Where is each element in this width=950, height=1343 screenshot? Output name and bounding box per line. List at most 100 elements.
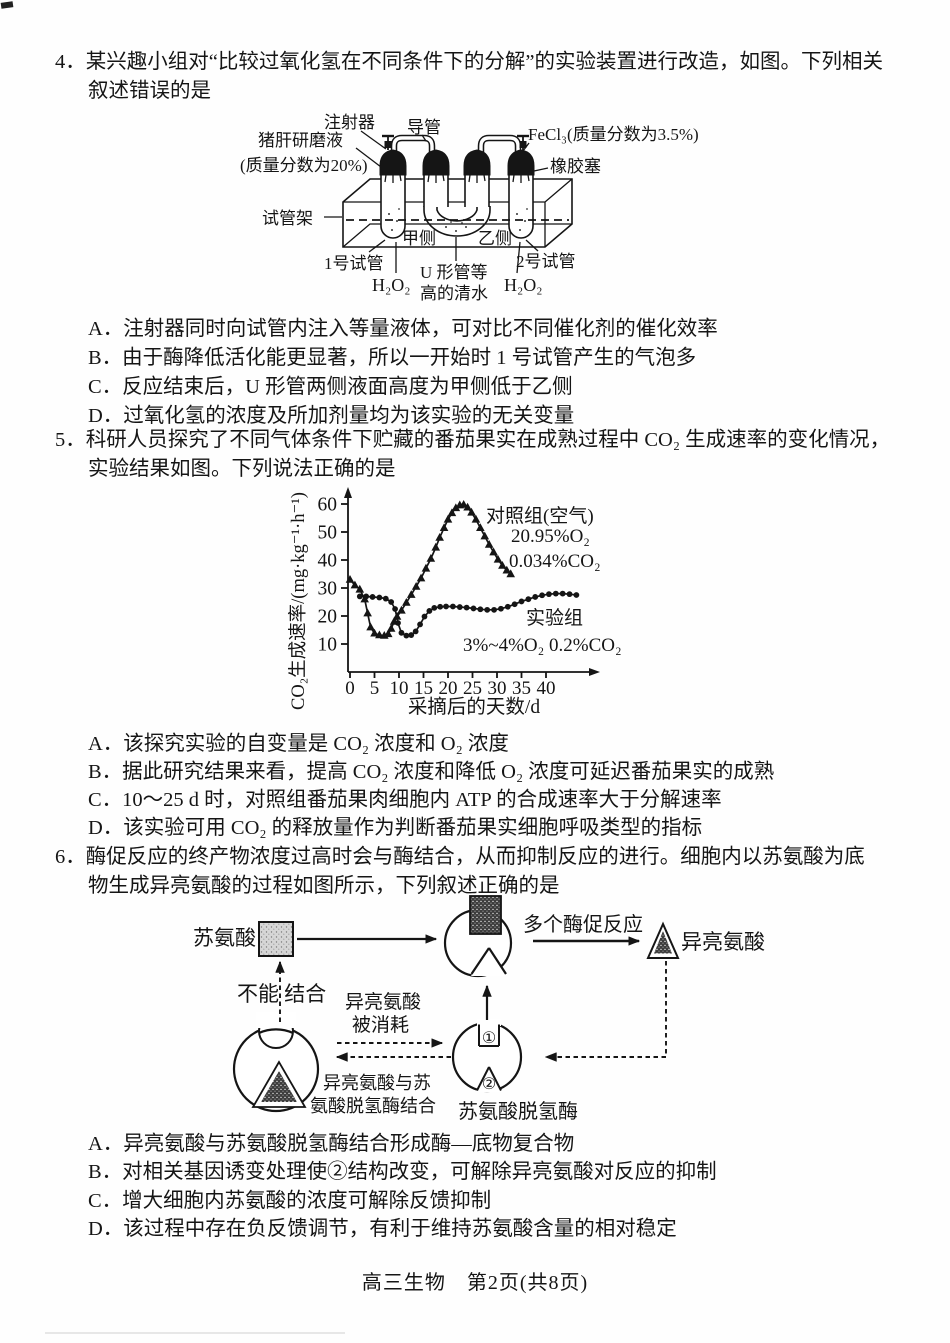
circle-marker [392,606,398,612]
triangle-marker [467,507,476,516]
label-consumed-line1: 异亮氨酸 [345,991,421,1013]
circle-marker [382,595,389,602]
circle-marker [369,594,376,600]
triangle-marker [463,502,472,511]
inhibited-enzyme-complex [232,1012,320,1113]
triangle-marker [411,582,421,590]
q4-option-b: B．由于酶降低活化能更显著，所以一开始时 1 号试管产生的气泡多 [88,347,697,369]
triangle-marker [383,629,393,638]
circle-marker [525,596,532,603]
label-consumed-line2: 被消耗 [352,1014,409,1036]
legend-control-label: 对照组(空气) [486,505,594,527]
triangle-marker [355,584,365,593]
circle-marker [426,608,433,614]
circle-marker [546,591,552,598]
circle-marker [388,599,395,605]
label-duct: 导管 [407,118,441,137]
x-axis-arrow [589,668,600,676]
circle-marker [363,593,370,600]
circle-marker [437,603,444,610]
circle-marker [484,606,491,613]
q5-option-c: C．10～25 d 时，对照组番茄果肉细胞内 ATP 的合成速率大于分解速率 [88,789,722,811]
y-tick-label: 20 [318,607,338,628]
x-tick-label: 25 [463,678,482,699]
enzyme-substrate-complex [443,895,513,978]
circle-marker [559,590,566,597]
label-tube2: 2号试管 [516,252,576,271]
scan-corner-mark [0,1,14,9]
q5-stem-line2: 实验结果如图。下列说法正确的是 [88,458,396,480]
triangle-marker [366,622,375,631]
x-tick-label: 40 [537,678,556,699]
triangle-marker [451,503,461,512]
q6-stem-line2: 物生成异亮氨酸的过程如图所示，下列叙述正确的是 [88,875,560,897]
triangle-marker [363,608,372,617]
triangle-marker [439,523,449,531]
legend-control-o2: 20.95%O₂ [511,526,590,547]
triangle-marker [345,575,355,583]
q4-apparatus-diagram: 注射器 导管 FeCl₃(质量分数为3.5%) 猪肝研磨液 (质量分数为20%)… [240,113,699,303]
circle-marker [403,632,410,639]
legend-exp-cond: 3%~4%O₂ 0.2%CO₂ [463,635,622,656]
leader-lines [324,130,549,274]
triangle-marker [350,580,360,589]
label-cannot-bind: 不能 结合 [237,982,326,1006]
triangle-marker [480,531,490,540]
triangle-marker [443,514,453,523]
q5-stem-line1: 5．科研人员探究了不同气体条件下贮藏的番茄果实在成熟过程中 CO₂ 生成速率的变… [55,429,891,451]
circle-marker [573,592,580,598]
circle-marker [552,590,559,597]
syringe-left [382,134,394,150]
q5-option-a: A．该探究实验的自变量是 CO₂ 浓度和 O₂ 浓度 [88,733,509,755]
label-bind-line2: 氨酸脱氢酶结合 [310,1096,436,1116]
triangle-marker [502,565,512,574]
y-tick-label: 30 [318,579,338,600]
circle-marker [456,604,463,610]
triangle-marker [426,554,436,562]
label-enzyme: 苏氨酸脱氢酶 [458,1100,578,1123]
triangle-marker [402,597,411,606]
x-tick-label: 35 [512,678,531,699]
triangle-marker [431,542,441,551]
label-utube-line2: 高的清水 [420,284,488,303]
q5-option-d: D．该实验可用 CO₂ 的释放量作为判断番茄果实细胞呼吸类型的指标 [88,817,703,839]
label-multi-reaction: 多个酶促反应 [523,913,643,936]
triangle-marker [421,563,431,572]
q6-option-b: B．对相关基因诱变处理使②结构改变，可解除异亮氨酸对反应的抑制 [88,1161,717,1183]
q4-option-d: D．过氧化氢的浓度及所加剂量均为该实验的无关变量 [88,405,575,427]
label-side-b: 乙侧 [478,229,512,248]
circle-marker [431,604,438,611]
label-h2o2-right: H₂O₂ [504,275,543,295]
chart-axes [347,494,592,673]
y-axis-arrow [344,487,352,498]
y-tick-label: 60 [318,495,338,516]
triangle-marker [416,573,426,582]
triangle-marker [386,624,396,632]
scan-edge-artifact [45,1332,345,1334]
q6-option-d: D．该过程中存在负反馈调节，有利于维持苏氨酸含量的相对稳定 [88,1218,677,1240]
label-liver-line1: 猪肝研磨液 [258,131,343,150]
circle-marker [477,606,484,613]
site-2-mark: ② [482,1076,496,1093]
triangle-marker [459,499,468,508]
triangle-marker [471,514,481,523]
triangle-marker [370,628,379,637]
circle-marker [376,594,383,601]
label-tube1: 1号试管 [324,254,384,273]
x-tick-label: 0 [345,678,355,699]
circle-marker [356,593,363,600]
q6-feedback-diagram: 苏氨酸 多个酶促反应 异亮氨酸 ① ② [193,895,765,1123]
y-axis-label: CO₂生成速率/(mg·kg⁻¹·h⁻¹) [288,492,309,710]
feedback-dashed-path [544,961,667,1062]
x-tick-label: 15 [414,678,433,699]
circle-marker [504,603,511,610]
label-side-a: 甲侧 [402,229,436,248]
threonine-square [258,921,294,957]
q6-option-c: C．增大细胞内苏氨酸的浓度可解除反馈抑制 [88,1190,492,1212]
threonine-dehydrogenase-enzyme: ① ② [451,1019,523,1093]
triangle-marker [406,590,416,598]
q4-stem-line1: 4．某兴趣小组对“比较过氧化氢在不同条件下的分解”的实验装置进行改造，如图。下列… [55,51,883,73]
triangle-marker [498,561,507,569]
